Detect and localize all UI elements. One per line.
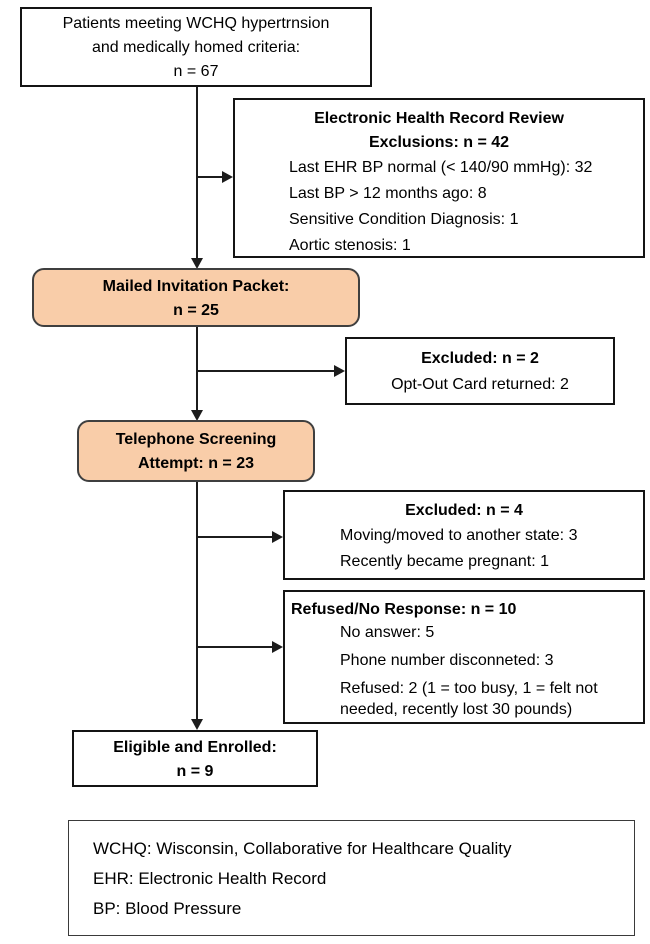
connector-branch-excluded4 xyxy=(197,536,273,538)
arrowhead-down-enrolled xyxy=(191,719,203,730)
ehr-exclusion-item: Sensitive Condition Diagnosis: 1 xyxy=(289,211,519,228)
screening-excluded-item: Recently became pregnant: 1 xyxy=(340,553,550,570)
optout-excluded-item: Opt-Out Card returned: 2 xyxy=(391,376,569,393)
patients-criteria-line2: and medically homed criteria: xyxy=(91,39,301,56)
eligible-enrolled-count: n = 9 xyxy=(176,763,214,780)
mailed-invitation-line1: Mailed Invitation Packet: xyxy=(102,278,290,295)
optout-excluded-title: Excluded: n = 2 xyxy=(421,350,539,367)
mailed-invitation-count: n = 25 xyxy=(173,302,219,319)
eligible-enrolled-box: Eligible and Enrolled: n = 9 xyxy=(72,730,318,787)
patients-criteria-count: n = 67 xyxy=(173,63,219,80)
patients-criteria-line1: Patients meeting WCHQ hypertrnsion xyxy=(62,15,330,32)
ehr-exclusions-box: Electronic Health Record Review Exclusio… xyxy=(233,98,645,258)
legend-bp: BP: Blood Pressure xyxy=(93,899,242,918)
screening-excluded-title: Excluded: n = 4 xyxy=(405,502,523,519)
arrowhead-right-optout xyxy=(334,365,345,377)
legend-ehr: EHR: Electronic Health Record xyxy=(93,869,327,888)
connector-top-to-mailed xyxy=(196,87,198,259)
refused-noresponse-item: No answer: 5 xyxy=(340,624,435,641)
mailed-invitation-box: Mailed Invitation Packet: n = 25 xyxy=(32,268,360,327)
ehr-exclusions-title2: Exclusions: n = 42 xyxy=(368,134,510,151)
screening-excluded-item: Moving/moved to another state: 3 xyxy=(340,527,578,544)
arrowhead-right-ehr xyxy=(222,171,233,183)
connector-mailed-to-phone xyxy=(196,327,198,410)
refused-noresponse-item: Refused: 2 (1 = too busy, 1 = felt not n… xyxy=(340,680,598,718)
abbreviations-legend-box: WCHQ: Wisconsin, Collaborative for Healt… xyxy=(68,820,635,936)
refused-noresponse-title: Refused/No Response: n = 10 xyxy=(291,601,517,618)
ehr-exclusions-title1: Electronic Health Record Review xyxy=(314,110,564,127)
arrowhead-right-excluded4 xyxy=(272,531,283,543)
ehr-exclusion-item: Last EHR BP normal (< 140/90 mmHg): 32 xyxy=(289,159,593,176)
connector-branch-optout xyxy=(197,370,335,372)
legend-wchq: WCHQ: Wisconsin, Collaborative for Healt… xyxy=(93,839,512,858)
telephone-screening-box: Telephone Screening Attempt: n = 23 xyxy=(77,420,315,482)
refused-noresponse-box: Refused/No Response: n = 10 No answer: 5… xyxy=(283,590,645,724)
arrowhead-down-mailed xyxy=(191,258,203,269)
connector-phone-to-enrolled xyxy=(196,482,198,719)
telephone-screening-line1: Telephone Screening xyxy=(115,431,277,448)
refused-noresponse-item: Phone number disconneted: 3 xyxy=(340,652,554,669)
screening-excluded-box: Excluded: n = 4 Moving/moved to another … xyxy=(283,490,645,580)
connector-branch-refused xyxy=(197,646,273,648)
ehr-exclusion-item: Aortic stenosis: 1 xyxy=(289,237,411,254)
optout-excluded-box: Excluded: n = 2 Opt-Out Card returned: 2 xyxy=(345,337,615,405)
ehr-exclusion-item: Last BP > 12 months ago: 8 xyxy=(289,185,487,202)
arrowhead-down-phone xyxy=(191,410,203,421)
patients-criteria-box: Patients meeting WCHQ hypertrnsion and m… xyxy=(20,7,372,87)
eligible-enrolled-line1: Eligible and Enrolled: xyxy=(113,739,277,756)
telephone-screening-count: Attempt: n = 23 xyxy=(137,455,254,472)
connector-branch-ehr xyxy=(197,176,223,178)
arrowhead-right-refused xyxy=(272,641,283,653)
